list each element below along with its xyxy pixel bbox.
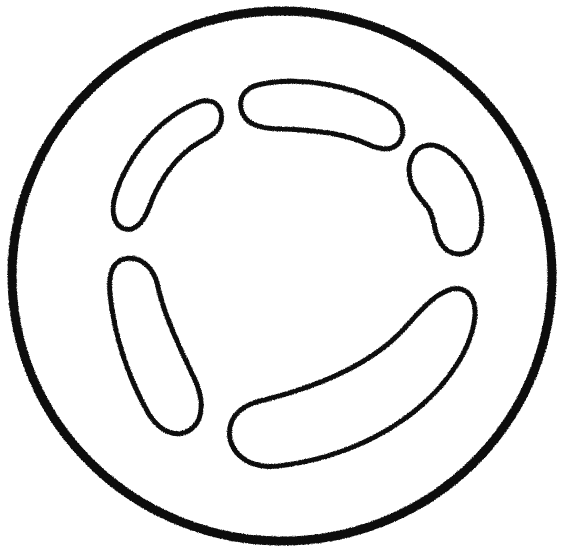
segment-right <box>409 145 482 254</box>
outer-circle <box>12 11 552 541</box>
segment-left <box>110 258 202 433</box>
segment-bottom-right <box>229 289 475 467</box>
segment-top-left <box>113 101 221 230</box>
segment-top <box>241 81 403 148</box>
